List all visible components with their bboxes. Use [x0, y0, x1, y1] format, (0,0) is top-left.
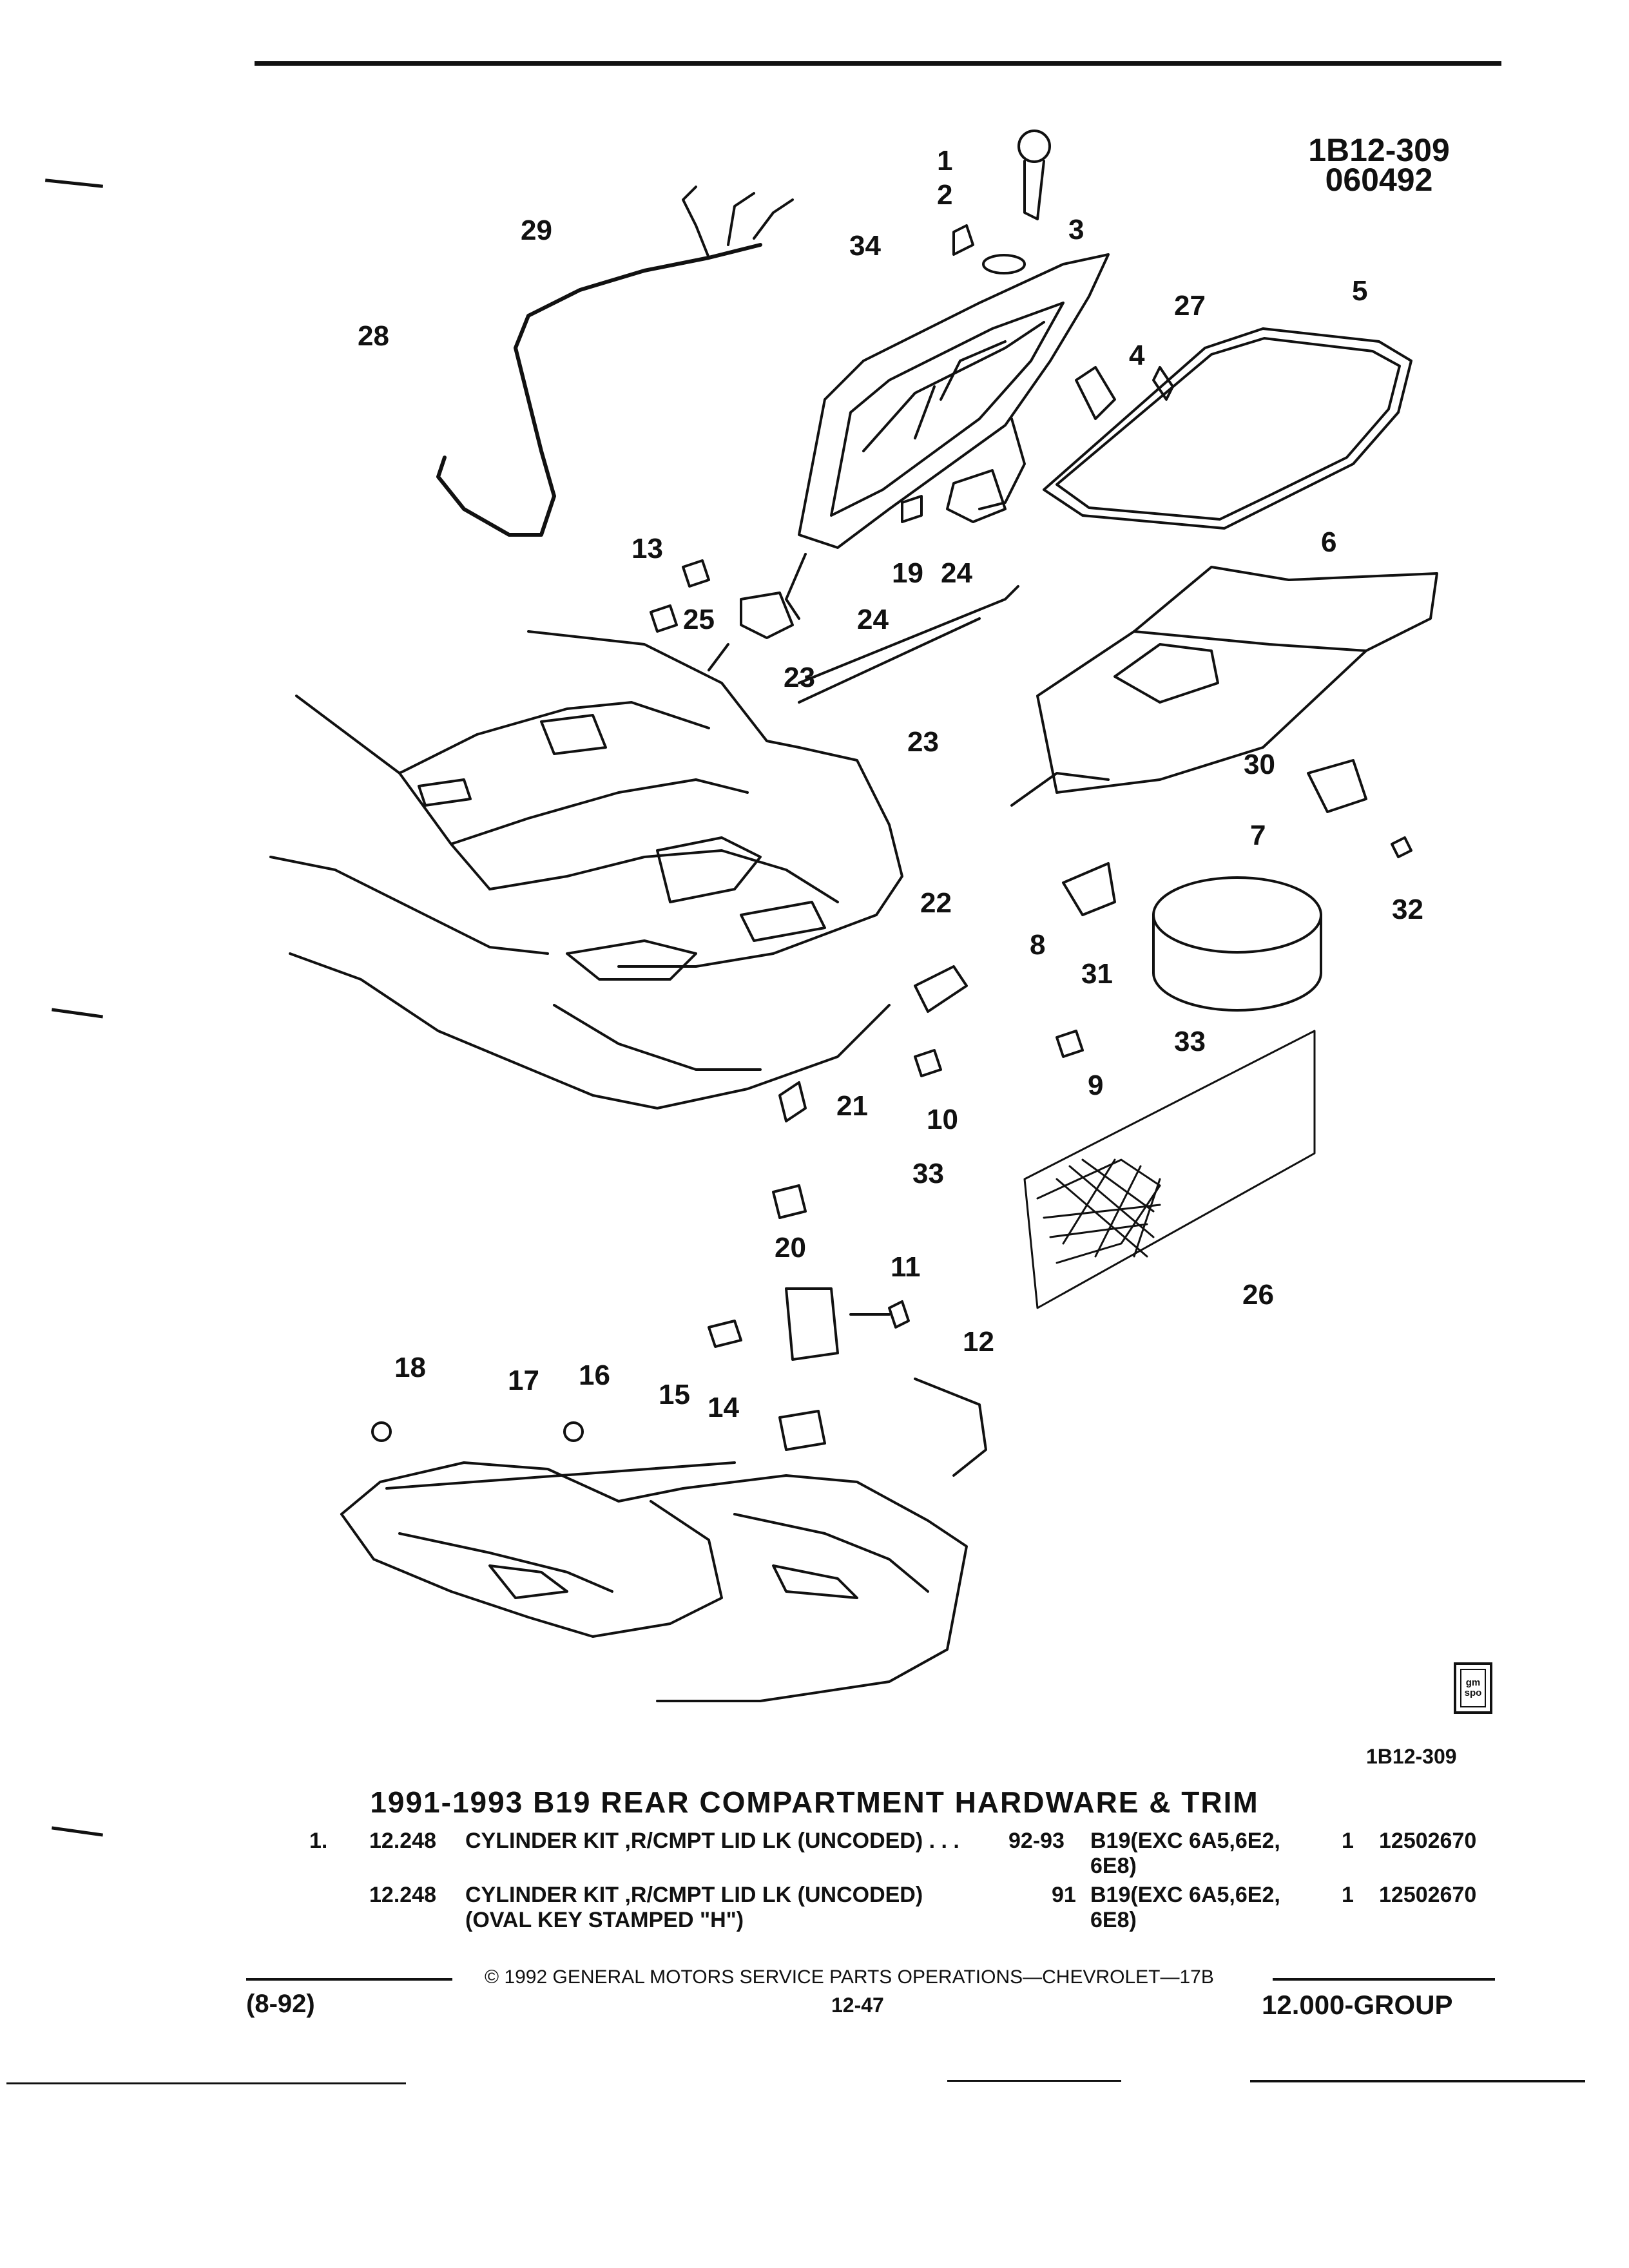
floor-pan [340, 1461, 968, 1702]
callout-25: 25 [683, 604, 715, 635]
callout-27: 27 [1174, 290, 1206, 322]
car-body [269, 630, 903, 1110]
callout-7: 7 [1250, 820, 1266, 851]
spare-tire [1152, 876, 1322, 1012]
part-number: 12502670 [1379, 1883, 1477, 1907]
callout-4: 4 [1129, 340, 1145, 371]
callout-1: 1 [937, 145, 953, 177]
callout-9: 9 [1088, 1070, 1104, 1101]
part-number: 12502670 [1379, 1829, 1477, 1853]
callout-24a: 24 [941, 557, 972, 589]
part-usage: B19(EXC 6A5,6E2, [1090, 1883, 1280, 1907]
cargo-net [1023, 1030, 1316, 1309]
margin-mark [52, 1826, 103, 1837]
part-description: CYLINDER KIT ,R/CMPT LID LK (UNCODED) . … [465, 1829, 959, 1853]
top-rule [255, 61, 1501, 66]
callout-23a: 23 [784, 662, 815, 693]
wiring-harness [436, 186, 794, 537]
margin-mark [52, 1008, 103, 1019]
part-usage-cont: 6E8) [1090, 1854, 1137, 1878]
callout-32: 32 [1392, 894, 1423, 925]
callout-13: 13 [631, 533, 663, 564]
callout-34: 34 [849, 230, 881, 262]
compartment-lid [785, 253, 1110, 620]
callout-33b: 33 [912, 1158, 944, 1189]
callout-28: 28 [358, 320, 389, 352]
callout-17: 17 [508, 1365, 539, 1396]
logo-line2: spo [1464, 1687, 1482, 1698]
group-label: 12.000-GROUP [1262, 1990, 1453, 2020]
bottom-rule-left [6, 2082, 406, 2084]
callout-24b: 24 [857, 604, 889, 635]
footer-date: (8-92) [246, 1990, 315, 2018]
callout-31: 31 [1081, 958, 1113, 990]
callout-22: 22 [920, 887, 952, 919]
callout-11: 11 [891, 1251, 921, 1283]
page-number: 12-47 [831, 1994, 884, 2017]
bottom-rule-mid [947, 2080, 1121, 2082]
part-item-no: 1. [309, 1829, 328, 1853]
trim-panel [1036, 566, 1438, 794]
part-description-cont: (OVAL KEY STAMPED "H") [465, 1908, 744, 1932]
callout-19: 19 [892, 557, 923, 589]
callout-23b: 23 [907, 726, 939, 758]
part-qty: 1 [1342, 1829, 1354, 1853]
margin-mark [44, 178, 104, 188]
logo-line1: gm [1465, 1677, 1481, 1688]
callout-29: 29 [521, 215, 552, 246]
callout-12: 12 [963, 1326, 994, 1358]
small-parts [371, 130, 1412, 1477]
part-usage-cont: 6E8) [1090, 1908, 1137, 1932]
callout-15: 15 [659, 1379, 690, 1410]
diagram-code: 1B12-309 060492 [1302, 132, 1456, 198]
callout-8: 8 [1030, 929, 1046, 961]
diagram-code-line1: 1B12-309 [1308, 132, 1450, 168]
callout-14: 14 [708, 1392, 739, 1423]
diagram-code-line2: 060492 [1325, 162, 1433, 198]
footer-rule-left [246, 1978, 452, 1981]
part-usage: B19(EXC 6A5,6E2, [1090, 1829, 1280, 1853]
figure-code: 1B12-309 [1366, 1745, 1457, 1768]
callout-2: 2 [937, 179, 953, 211]
part-description: CYLINDER KIT ,R/CMPT LID LK (UNCODED) [465, 1883, 923, 1907]
part-group: 12.248 [369, 1883, 436, 1907]
callout-20: 20 [775, 1232, 806, 1264]
weatherstrip [1043, 327, 1412, 530]
callout-16: 16 [579, 1360, 610, 1391]
callout-6: 6 [1321, 526, 1337, 558]
callout-33a: 33 [1174, 1026, 1206, 1057]
parts-diagram [269, 130, 1438, 1702]
callout-30: 30 [1244, 749, 1275, 780]
section-title: 1991-1993 B19 REAR COMPARTMENT HARDWARE … [370, 1785, 1259, 1819]
copyright-line: © 1992 GENERAL MOTORS SERVICE PARTS OPER… [485, 1966, 1214, 1988]
callout-3: 3 [1068, 214, 1084, 245]
callout-5: 5 [1352, 275, 1368, 307]
callout-10: 10 [927, 1104, 958, 1135]
footer-rule-right [1273, 1978, 1495, 1981]
callout-21: 21 [836, 1090, 868, 1122]
part-years: 92-93 [1008, 1829, 1065, 1853]
callout-26: 26 [1242, 1279, 1274, 1311]
part-qty: 1 [1342, 1883, 1354, 1907]
callout-18: 18 [394, 1352, 426, 1383]
gm-spo-logo: gm spo [1454, 1662, 1492, 1714]
bottom-rule-right [1250, 2080, 1585, 2082]
part-years: 91 [1052, 1883, 1076, 1907]
part-group: 12.248 [369, 1829, 436, 1853]
